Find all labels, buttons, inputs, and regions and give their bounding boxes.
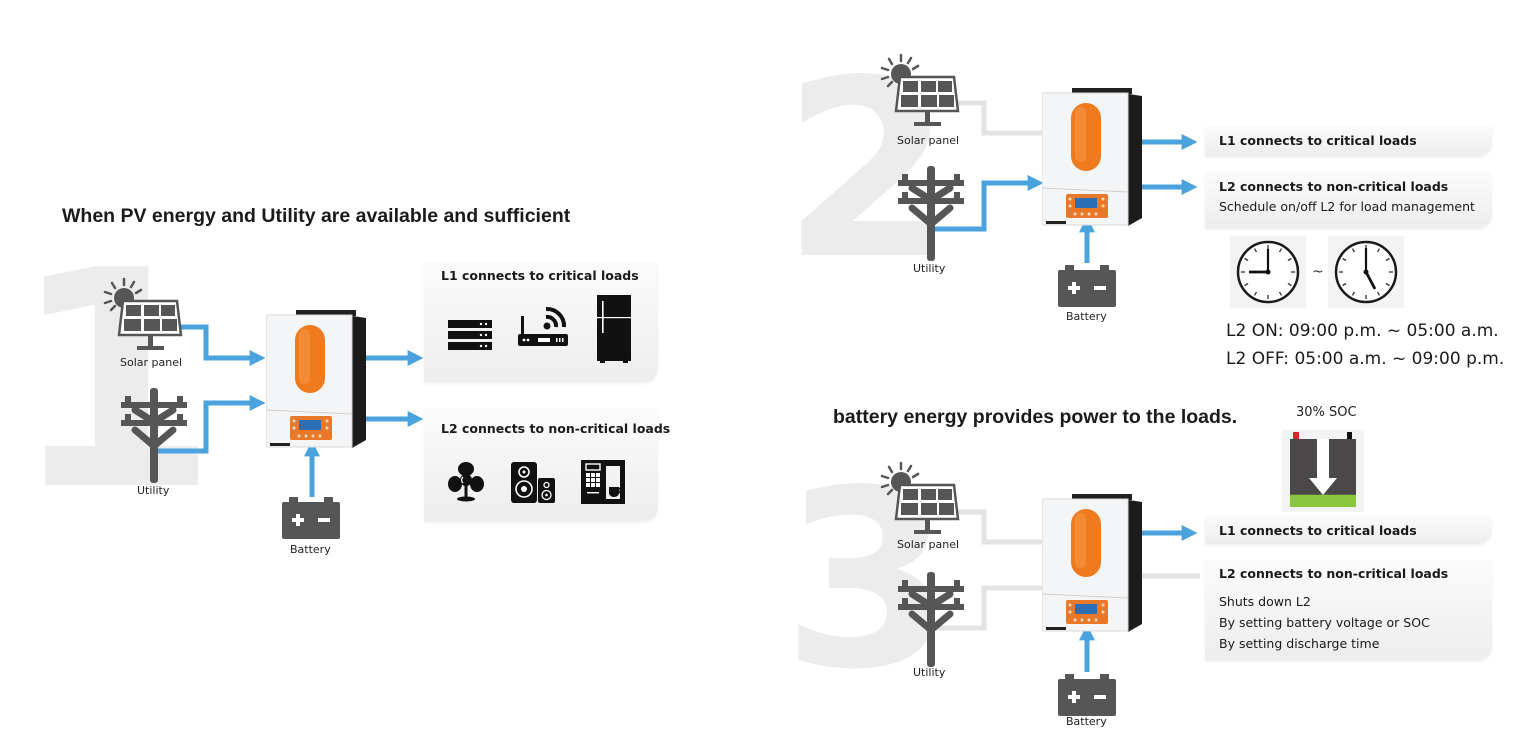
schedule-on-text: L2 ON: 09:00 p.m. ~ 05:00 a.m. <box>1226 321 1499 341</box>
flow-solar-to-inverter-1 <box>180 324 266 367</box>
solar-panel-icon <box>880 461 960 534</box>
soc-fill-bar <box>1290 494 1356 507</box>
battery-label: Battery <box>290 543 331 556</box>
l2-line-3: By setting discharge time <box>1219 636 1380 651</box>
battery-label: Battery <box>1066 715 1107 728</box>
utility-pole-icon <box>898 572 964 667</box>
schedule-off-text: L2 OFF: 05:00 a.m. ~ 09:00 p.m. <box>1226 349 1505 369</box>
l2-line-2: By setting battery voltage or SOC <box>1219 615 1430 630</box>
inverter-icon <box>1042 88 1142 226</box>
l1-title: L1 connects to critical loads <box>1219 133 1417 148</box>
solar-panel-label: Solar panel <box>120 356 183 369</box>
flow-solar-to-inverter-3-inactive <box>955 509 1044 545</box>
section3-title: battery energy provides power to the loa… <box>833 406 1238 428</box>
solar-panel-label: Solar panel <box>897 134 960 147</box>
utility-label: Utility <box>913 666 946 679</box>
solar-panel-icon <box>103 277 183 350</box>
battery-icon <box>1058 674 1116 716</box>
l1-title: L1 connects to critical loads <box>1219 523 1417 538</box>
flow-utility-to-inverter-1 <box>158 394 266 454</box>
section1-title: When PV energy and Utility are available… <box>62 205 571 227</box>
battery-soc-icon <box>1282 430 1364 512</box>
utility-label: Utility <box>913 262 946 275</box>
step-number-1: 1 <box>10 207 219 556</box>
inverter-icon <box>1042 494 1142 632</box>
l2-panel-section3: L2 connects to non-critical loads Shuts … <box>1205 560 1492 660</box>
clock-separator: ~ <box>1312 264 1324 280</box>
utility-label: Utility <box>137 484 170 497</box>
l1-title: L1 connects to critical loads <box>441 268 639 283</box>
clock-end-icon <box>1328 236 1404 308</box>
flow-utility-to-inverter-3-inactive <box>935 585 1044 631</box>
l1-panel-section3: L1 connects to critical loads <box>1205 516 1492 544</box>
flow-utility-to-inverter-2 <box>935 174 1044 232</box>
coffee-machine-icon <box>581 460 625 504</box>
solar-panel-icon <box>880 53 960 126</box>
l2-subtitle: Schedule on/off L2 for load management <box>1219 199 1475 214</box>
router-icon <box>518 306 568 346</box>
flow-solar-to-inverter-2-inactive <box>955 100 1044 136</box>
l2-line-1: Shuts down L2 <box>1219 594 1311 609</box>
l2-title: L2 connects to non-critical loads <box>1219 179 1449 194</box>
battery-label: Battery <box>1066 310 1107 323</box>
soc-label: 30% SOC <box>1296 405 1357 420</box>
utility-pole-icon <box>121 388 187 483</box>
solar-panel-label: Solar panel <box>897 538 960 551</box>
utility-pole-icon <box>898 166 964 261</box>
battery-icon <box>1058 265 1116 307</box>
battery-icon <box>282 497 340 539</box>
l1-panel-section2: L1 connects to critical loads <box>1205 126 1492 156</box>
server-icon <box>448 320 492 350</box>
refrigerator-icon <box>597 295 631 363</box>
fan-icon <box>448 462 484 502</box>
inverter-icon <box>266 310 366 448</box>
l2-title: L2 connects to non-critical loads <box>1219 566 1449 581</box>
l2-title: L2 connects to non-critical loads <box>441 421 671 436</box>
speaker-icon <box>511 462 555 503</box>
clock-start-icon <box>1230 236 1306 308</box>
l2-panel-section2: L2 connects to non-critical loads Schedu… <box>1205 172 1492 228</box>
